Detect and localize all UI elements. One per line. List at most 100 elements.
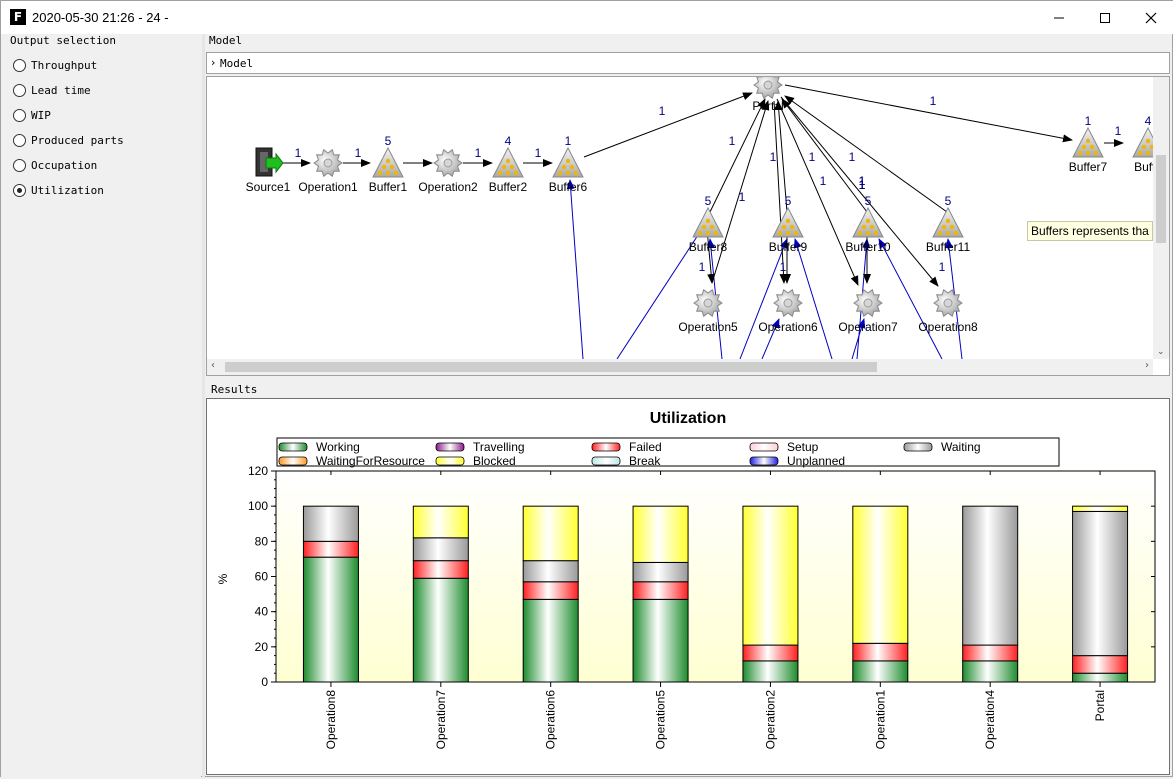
legend-item-blocked: Blocked [435,454,516,468]
node-operation6[interactable]: Operation6 [758,288,818,334]
bar-operation4-failed [962,644,1019,662]
node-operation7[interactable]: Operation7 [838,288,898,334]
scroll-right-icon[interactable]: › [1145,360,1149,371]
model-breadcrumb-bar: › Model [206,52,1170,74]
legend-label: Unplanned [787,454,845,468]
radio-button[interactable] [13,159,26,172]
legend-item-setup: Setup [749,440,819,454]
horizontal-scrollbar[interactable]: ‹ › [207,359,1153,375]
app-logo-icon: F [10,9,26,25]
radio-button[interactable] [13,84,26,97]
x-tick-label: Operation5 [654,690,668,750]
edge-label: 1 [859,178,866,192]
radio-button[interactable] [13,109,26,122]
output-option-lead-time[interactable]: Lead time [13,84,91,97]
legend-item-working: Working [278,440,360,454]
edge-label: 1 [859,174,866,188]
bar-operation1-failed [852,642,909,662]
maximize-icon [1100,12,1110,23]
node-operation1[interactable]: Operation1 [298,148,358,194]
radio-button[interactable] [13,184,26,197]
bar-operation8-working [302,556,359,683]
radio-button[interactable] [13,59,26,72]
node-label: Portal [752,99,783,113]
node-buffe[interactable]: Buffe4 [1132,114,1153,174]
buffer-count: 1 [1085,114,1092,128]
y-tick-label: 40 [255,605,269,619]
node-label: Buffer11 [926,240,971,254]
radio-button[interactable] [13,134,26,147]
buffer-count: 1 [565,134,572,148]
node-operation8[interactable]: Operation8 [918,288,978,334]
radio-label: Throughput [31,59,98,72]
output-option-throughput[interactable]: Throughput [13,59,97,72]
edge-label: 1 [809,150,816,164]
edge-label: 1 [939,260,946,274]
edge-label: 1 [849,150,856,164]
edge-label: 1 [859,174,866,188]
buffer-count: 4 [505,134,512,148]
legend-item-failed: Failed [591,440,662,454]
output-option-produced-parts[interactable]: Produced parts [13,134,124,147]
horizontal-scroll-thumb[interactable] [225,362,877,372]
node-label: Source1 [246,180,291,194]
node-buffer11[interactable]: Buffer11 5 [926,194,971,254]
minimize-button[interactable] [1036,1,1082,34]
bar-operation8-waiting [302,505,359,542]
vertical-scroll-thumb[interactable] [1156,155,1166,243]
output-option-utilization[interactable]: Utilization [13,184,104,197]
output-option-occupation[interactable]: Occupation [13,159,97,172]
y-tick-label: 0 [261,675,268,689]
node-label: Operation6 [758,320,818,334]
node-operation5[interactable]: Operation5 [678,288,738,334]
diagram-black-edges [283,84,1124,287]
maximize-button[interactable] [1082,1,1128,34]
node-portal[interactable]: Portal [752,77,784,113]
output-option-wip[interactable]: WIP [13,109,51,122]
scroll-left-icon[interactable]: ‹ [211,360,215,371]
buffer-count: 5 [785,194,792,208]
y-tick-label: 80 [255,534,269,548]
node-label: Buffer6 [549,180,588,194]
node-operation2[interactable]: Operation2 [418,148,478,194]
close-button[interactable] [1128,1,1173,34]
node-label: Operation8 [918,320,978,334]
bar-portal-working [1072,672,1129,683]
vertical-scrollbar[interactable]: ⌄ [1153,77,1169,359]
edge-label: 1 [859,178,866,192]
node-buffer6[interactable]: Buffer6 1 [549,134,588,194]
legend-item-waitingforresource: WaitingForResource [278,454,425,468]
node-source1[interactable]: Source1 [246,147,291,194]
chevron-right-icon: › [211,56,216,69]
panel-splitter[interactable] [202,34,205,778]
bar-operation6-working [522,598,579,683]
scroll-down-icon[interactable]: ⌄ [1157,347,1165,357]
buffer-count: 5 [945,194,952,208]
bar-operation6-blocked [522,505,579,562]
radio-label: Utilization [31,184,104,197]
edge-label: 1 [295,146,302,160]
model-breadcrumb[interactable]: Model [220,57,254,70]
x-tick-label: Operation1 [873,690,887,750]
edge-label: 1 [659,104,666,118]
buffer-count: 5 [385,134,392,148]
x-tick-label: Operation2 [763,690,777,750]
legend-item-travelling: Travelling [435,440,525,454]
node-label: Operation1 [298,180,358,194]
buffer-count: 5 [865,194,872,208]
edge-label: 1 [930,94,937,108]
legend-label: Blocked [473,454,516,468]
edge-label: 1 [780,260,787,274]
minimize-icon [1054,17,1064,18]
